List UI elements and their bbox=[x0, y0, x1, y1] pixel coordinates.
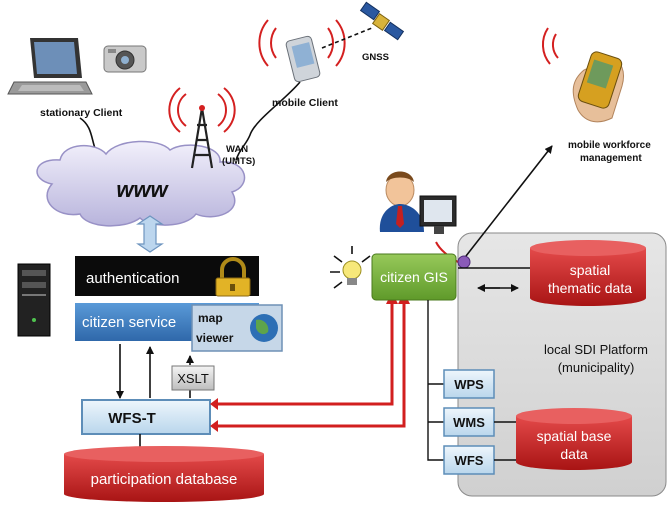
laptop-icon bbox=[7, 38, 93, 95]
camera-icon bbox=[103, 45, 147, 73]
participation-database-label: participation database bbox=[91, 471, 238, 488]
viewer-label: viewer bbox=[196, 331, 234, 345]
www-label: www bbox=[116, 177, 169, 202]
handheld-gps-icon bbox=[541, 27, 624, 123]
stationary-client-label: stationary Client bbox=[40, 107, 123, 119]
citizen-service-label: citizen service bbox=[82, 314, 176, 331]
spatial-thematic-database bbox=[530, 240, 646, 306]
spatial-base-label-2: data bbox=[560, 446, 587, 462]
mobile-workforce-label-2: management bbox=[580, 153, 642, 164]
gis-services-connector bbox=[427, 300, 444, 461]
www-auth-double-arrow bbox=[136, 215, 164, 253]
umts-label: (UMTS) bbox=[222, 156, 255, 167]
authentication-label: authentication bbox=[86, 270, 179, 287]
mobile-device-icon bbox=[258, 19, 346, 83]
citizen-gis-box bbox=[371, 253, 471, 301]
xslt-box bbox=[171, 365, 215, 391]
satellite-icon bbox=[359, 1, 405, 41]
participation-database bbox=[64, 446, 264, 502]
citizen-gis-label: citizen GIS bbox=[380, 269, 448, 285]
wan-label: WAN bbox=[226, 144, 248, 155]
map-label: map bbox=[198, 311, 223, 325]
spatial-base-database bbox=[516, 408, 632, 470]
red-arrow-to-wfst-2 bbox=[210, 420, 218, 432]
xslt-label: XSLT bbox=[177, 371, 209, 386]
gnss-link bbox=[321, 27, 373, 49]
gnss-label: GNSS bbox=[362, 52, 389, 63]
local-sdi-label-2: (municipality) bbox=[558, 360, 635, 375]
wms-box bbox=[443, 407, 495, 437]
spatial-thematic-label-1: spatial bbox=[570, 262, 610, 278]
mobile-connector bbox=[235, 81, 301, 161]
wps-label: WPS bbox=[454, 377, 484, 392]
padlock-icon bbox=[215, 257, 251, 297]
wps-box bbox=[443, 369, 495, 399]
wfst-box bbox=[81, 399, 211, 435]
wms-label: WMS bbox=[453, 415, 485, 430]
mobile-client-label: mobile Client bbox=[272, 97, 338, 109]
gis-to-workforce-arrow bbox=[465, 145, 553, 257]
gis-operator-icon bbox=[379, 171, 457, 234]
wfst-label: WFS-T bbox=[108, 410, 155, 427]
red-arrow-to-wfst-1 bbox=[210, 398, 218, 410]
lightbulb-icon bbox=[330, 246, 371, 289]
mobile-workforce-label-1: mobile workforce bbox=[568, 140, 651, 151]
wfs-label: WFS bbox=[455, 453, 484, 468]
wan-tower-icon bbox=[168, 87, 236, 169]
map-viewer-box bbox=[191, 304, 283, 352]
wfs-box bbox=[443, 445, 495, 475]
server-icon bbox=[17, 263, 51, 337]
spatial-base-label-1: spatial base bbox=[537, 428, 612, 444]
local-sdi-label-1: local SDI Platform bbox=[544, 342, 648, 357]
spatial-thematic-label-2: thematic data bbox=[548, 280, 632, 296]
